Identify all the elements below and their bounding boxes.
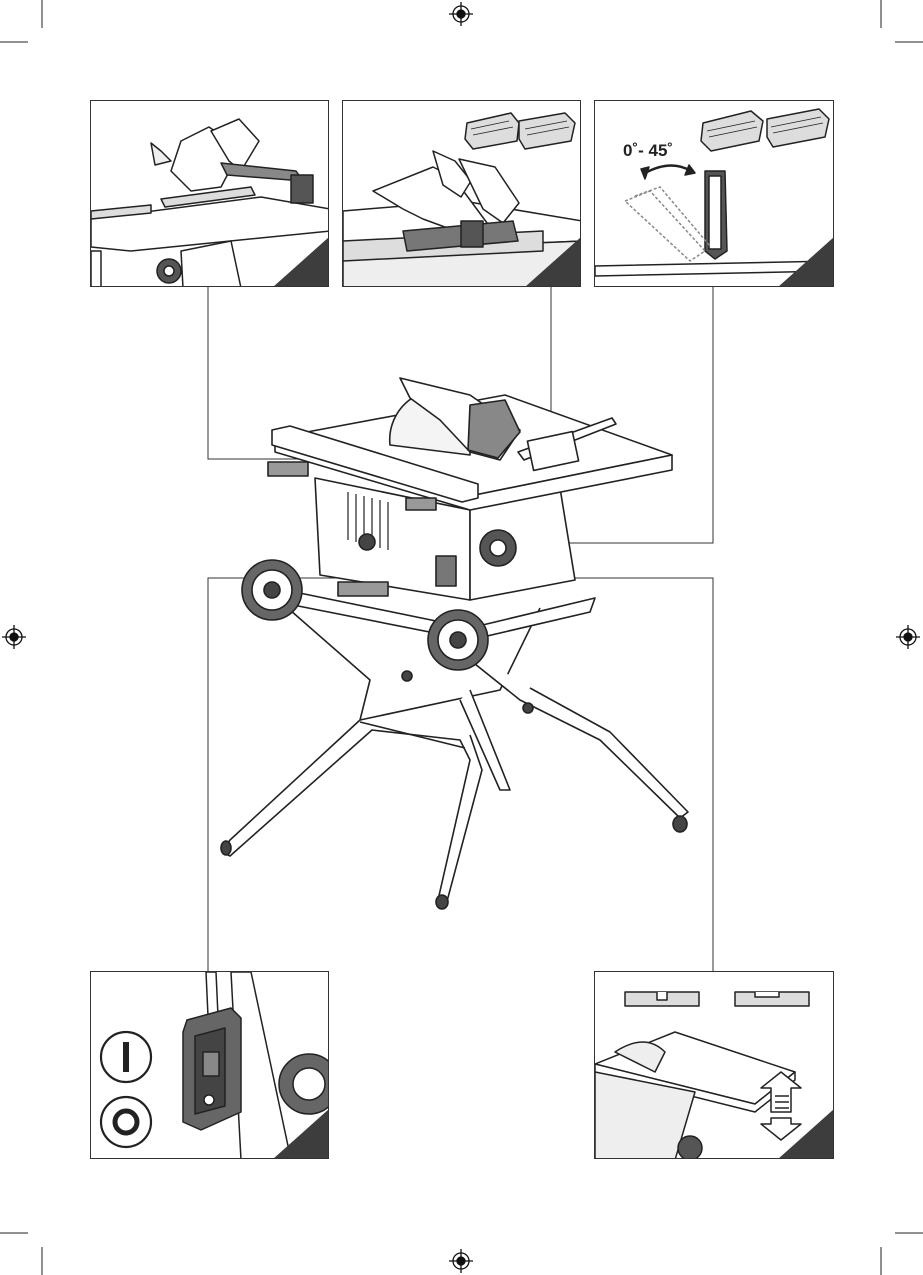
detail-panel-blade-height — [594, 971, 834, 1159]
switch-on-symbol: I — [91, 972, 92, 973]
switch-off-symbol: O — [91, 972, 92, 973]
detail-panel-switch: I O — [90, 971, 329, 1159]
corner-tab — [778, 1109, 834, 1159]
wood-piece-icon — [465, 113, 519, 149]
wood-piece-icon — [735, 992, 809, 1006]
switch-off-icon — [101, 1097, 151, 1147]
registration-mark-icon — [449, 1249, 473, 1273]
registration-mark-icon — [896, 625, 920, 649]
wheel — [242, 560, 302, 620]
corner-tab — [778, 237, 834, 287]
corner-tab — [525, 237, 581, 287]
wood-piece-icon — [519, 113, 575, 149]
table-saw-illustration — [221, 378, 688, 909]
detail-panel-rip-cut — [90, 100, 329, 287]
detail-panel-cross-cut — [342, 100, 581, 287]
wood-piece-icon — [767, 109, 829, 147]
corner-tab — [273, 237, 329, 287]
wood-piece-icon — [701, 111, 763, 151]
wood-piece-icon — [625, 992, 699, 1006]
power-switch-box — [436, 556, 456, 586]
registration-mark-icon — [449, 2, 473, 26]
switch-on-icon — [101, 1032, 151, 1082]
detail-panel-bevel: 0˚- 45˚ — [594, 100, 834, 287]
bevel-angle-label: 0˚- 45˚ — [623, 141, 673, 161]
registration-mark-icon — [2, 625, 26, 649]
wheel — [428, 610, 488, 670]
corner-tab — [273, 1109, 329, 1159]
curved-arrow-icon — [645, 165, 691, 173]
